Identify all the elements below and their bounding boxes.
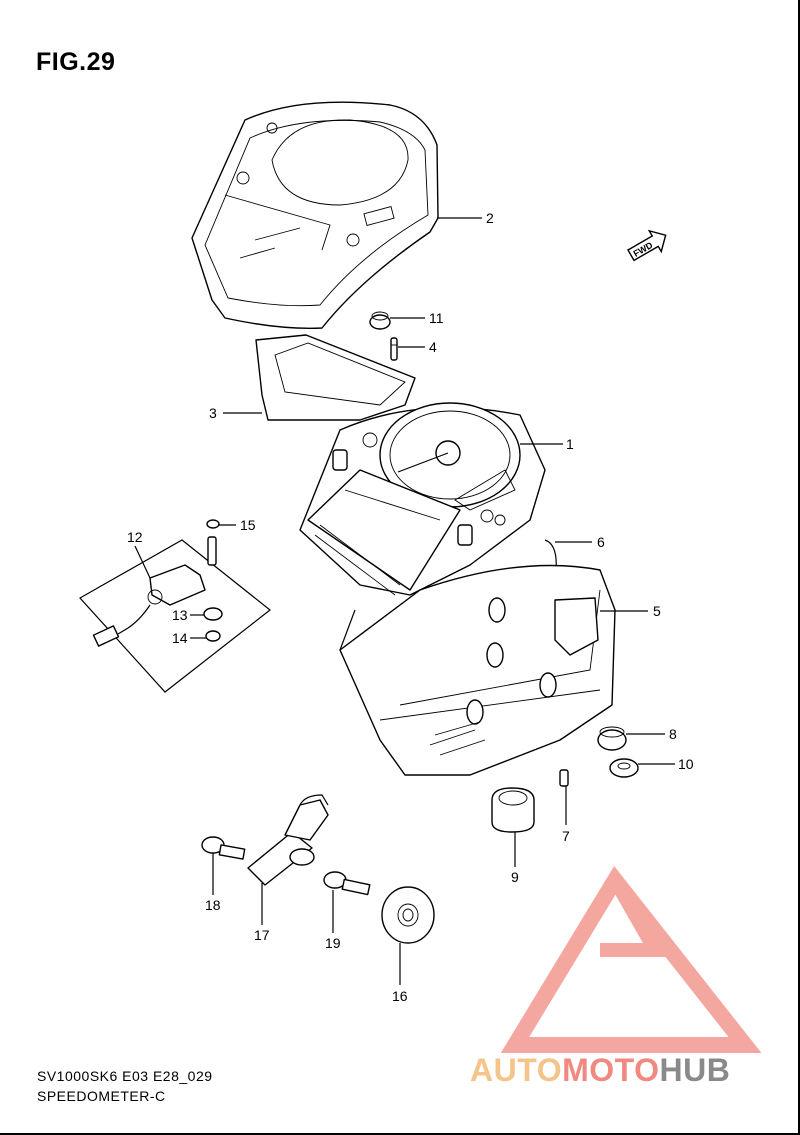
part-10-collar bbox=[609, 758, 639, 778]
watermark-part-2: MOTO bbox=[562, 1052, 660, 1088]
part-5-lower-case bbox=[339, 564, 616, 776]
callout-1: 1 bbox=[566, 436, 574, 452]
part-19-bolt bbox=[323, 871, 371, 896]
callout-6: 6 bbox=[597, 534, 605, 550]
part-16-rotor bbox=[381, 886, 435, 944]
part-7-screw bbox=[559, 769, 569, 787]
footer-diagram-name: SPEEDOMETER-C bbox=[37, 1088, 166, 1104]
figure-title: FIG.29 bbox=[36, 48, 116, 76]
leader-lines bbox=[134, 217, 675, 985]
part-3-lens bbox=[255, 334, 416, 421]
part-12-group bbox=[79, 519, 271, 693]
callout-15: 15 bbox=[240, 517, 256, 533]
footer-diagram-code: SV1000SK6 E03 E28_029 bbox=[37, 1068, 213, 1084]
part-4-screw bbox=[390, 337, 398, 361]
callout-3: 3 bbox=[209, 405, 217, 421]
callout-19: 19 bbox=[325, 935, 341, 951]
callout-13: 13 bbox=[172, 607, 188, 623]
callout-4: 4 bbox=[429, 339, 437, 355]
watermark-part-3: HUB bbox=[659, 1052, 731, 1088]
callout-8: 8 bbox=[669, 726, 677, 742]
watermark-part-1: AUTO bbox=[470, 1052, 563, 1088]
callout-9: 9 bbox=[511, 869, 519, 885]
callout-11: 11 bbox=[429, 310, 444, 326]
part-8-grommet bbox=[597, 726, 627, 751]
callout-2: 2 bbox=[486, 210, 494, 226]
callout-18: 18 bbox=[205, 897, 221, 913]
callout-7: 7 bbox=[562, 828, 570, 844]
callout-17: 17 bbox=[254, 927, 270, 943]
part-11-grommet bbox=[369, 311, 391, 330]
part-2-meter-cover bbox=[191, 101, 439, 329]
watermark-text: AUTOMOTOHUB bbox=[470, 1052, 730, 1089]
callout-10: 10 bbox=[678, 756, 694, 772]
part-17-speed-sensor bbox=[247, 794, 329, 886]
watermark-logo-icon bbox=[500, 865, 762, 1053]
callout-labels: 1 2 3 4 5 6 7 8 9 10 11 12 13 14 15 16 1… bbox=[127, 210, 694, 1004]
callout-5: 5 bbox=[653, 603, 661, 619]
callout-16: 16 bbox=[392, 988, 408, 1004]
callout-12: 12 bbox=[127, 529, 143, 545]
part-1-speedometer-assembly bbox=[299, 402, 546, 596]
callout-14: 14 bbox=[172, 630, 188, 646]
part-9-damper bbox=[491, 787, 535, 833]
fwd-arrow-icon: FWD bbox=[627, 229, 667, 262]
part-18-bolt bbox=[201, 836, 246, 860]
